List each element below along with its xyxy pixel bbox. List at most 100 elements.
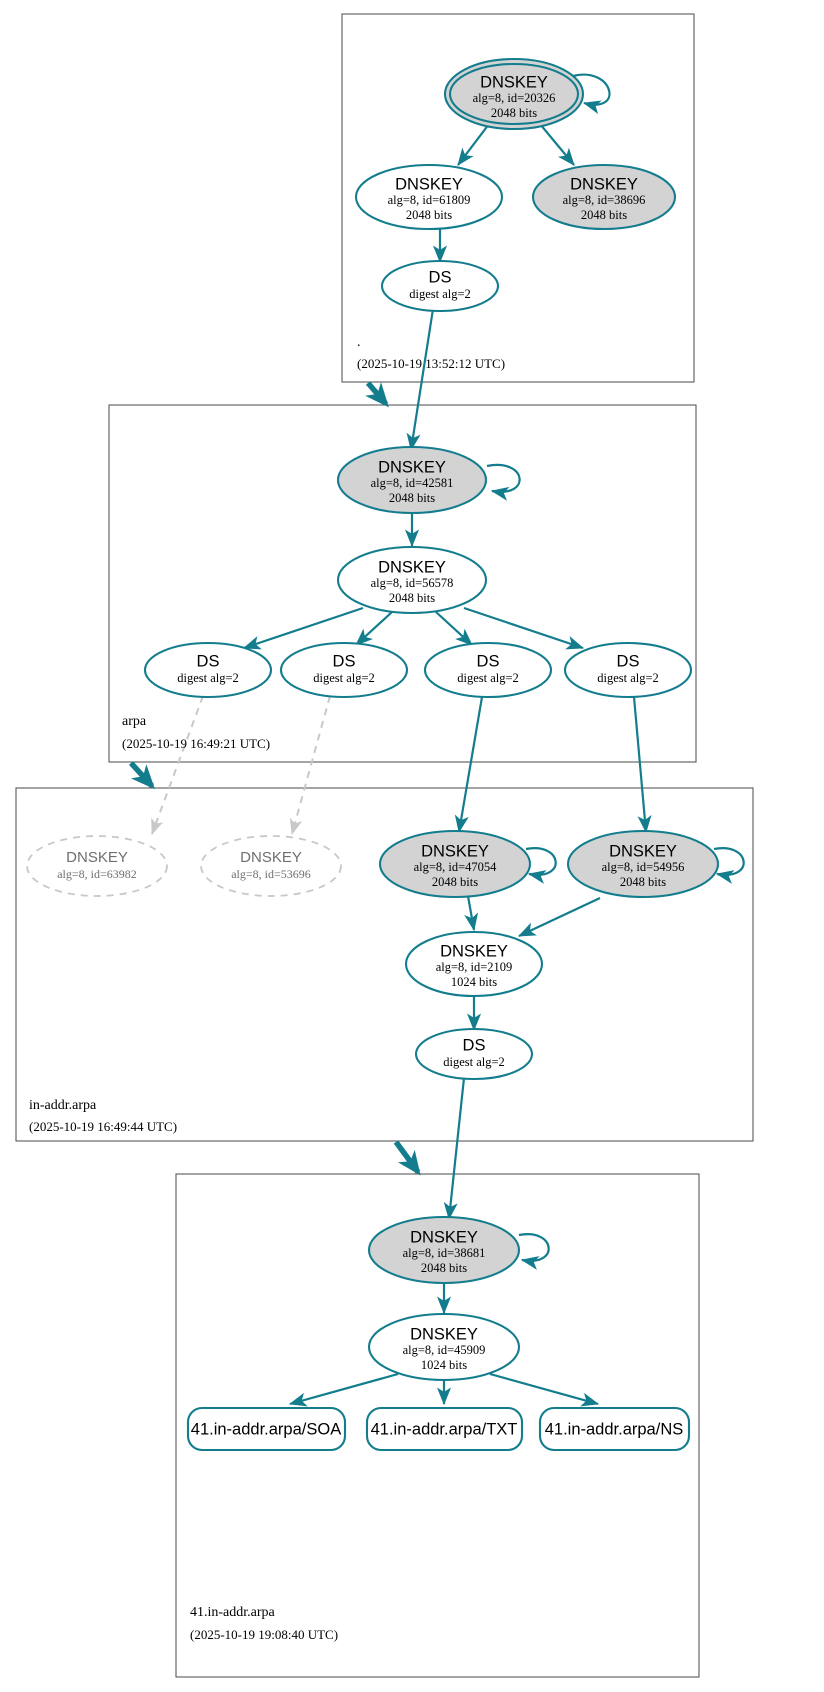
node-label: 41.in-addr.arpa/TXT <box>371 1420 518 1438</box>
zone-timestamp-root: (2025-10-19 13:52:12 UTC) <box>357 356 505 371</box>
node-alg-id: alg=8, id=63982 <box>57 867 137 881</box>
node-alg-id: alg=8, id=20326 <box>473 91 556 105</box>
node-label: DNSKEY <box>480 73 548 91</box>
edge-41-ksk-self-sign <box>518 1233 550 1270</box>
edge-arpa-ds1-to-ghost-63982 <box>151 695 204 835</box>
edge-root-ksk-self-sign <box>572 73 611 115</box>
node-arpa-ds-4[interactable]: DS digest alg=2 <box>563 641 693 699</box>
node-label: DNSKEY <box>440 942 508 960</box>
zone-box-arpa <box>108 404 697 763</box>
node-digest: digest alg=2 <box>313 671 375 685</box>
node-bits: 2048 bits <box>389 591 435 605</box>
node-arpa-ksk-42581[interactable]: DNSKEY alg=8, id=42581 2048 bits <box>336 445 488 515</box>
node-label: DS <box>429 268 452 286</box>
node-bits: 2048 bits <box>389 491 435 505</box>
node-digest: digest alg=2 <box>177 671 239 685</box>
node-ia-ghost-dnskey-63982[interactable]: DNSKEY alg=8, id=63982 <box>26 835 168 897</box>
node-bits: 2048 bits <box>581 208 627 222</box>
edge-arpa-ds2-to-ghost-53696 <box>289 695 331 835</box>
node-arpa-zsk-56578[interactable]: DNSKEY alg=8, id=56578 2048 bits <box>336 545 488 615</box>
edge-root-ds-to-arpa-ksk <box>406 308 435 452</box>
edge-root-ksk-to-38696 <box>539 123 575 166</box>
node-alg-id: alg=8, id=56578 <box>371 576 454 590</box>
node-ia-zsk-2109[interactable]: DNSKEY alg=8, id=2109 1024 bits <box>404 930 544 998</box>
edge-arpa-ds4-to-ia-ksk-54956 <box>632 696 652 834</box>
edge-ia-ksk-54956-to-zsk <box>518 897 601 937</box>
edge-arpa-zsk-to-ds2 <box>355 611 393 646</box>
node-ia-ksk-47054[interactable]: DNSKEY alg=8, id=47054 2048 bits <box>378 829 532 899</box>
node-alg-id: alg=8, id=42581 <box>371 476 454 490</box>
node-label: 41.in-addr.arpa/SOA <box>191 1420 341 1438</box>
node-alg-id: alg=8, id=61809 <box>388 193 471 207</box>
node-alg-id: alg=8, id=45909 <box>403 1343 486 1357</box>
node-label: DNSKEY <box>410 1228 478 1246</box>
node-digest: digest alg=2 <box>457 671 519 685</box>
node-bits: 2048 bits <box>491 106 537 120</box>
node-bits: 2048 bits <box>432 875 478 889</box>
zone-label-arpa: arpa <box>122 714 147 729</box>
node-label: DNSKEY <box>421 842 489 860</box>
node-root-ksk-20326[interactable]: DNSKEY alg=8, id=20326 2048 bits <box>443 57 585 131</box>
node-label: DS <box>617 652 640 670</box>
edge-arpa-ksk-self-sign <box>486 463 521 501</box>
node-bits: 2048 bits <box>406 208 452 222</box>
edge-41-zsk-to-ns <box>489 1372 600 1407</box>
node-alg-id: alg=8, id=2109 <box>436 960 513 974</box>
node-ia-ghost-dnskey-53696[interactable]: DNSKEY alg=8, id=53696 <box>200 835 342 897</box>
zone-label-41-in-addr-arpa: 41.in-addr.arpa <box>190 1605 276 1620</box>
node-ia-ksk-54956[interactable]: DNSKEY alg=8, id=54956 2048 bits <box>566 829 720 899</box>
node-bits: 2048 bits <box>421 1261 467 1275</box>
zone-label-in-addr-arpa: in-addr.arpa <box>29 1098 97 1113</box>
node-root-zsk-61809[interactable]: DNSKEY alg=8, id=61809 2048 bits <box>354 163 504 231</box>
node-label: DS <box>477 652 500 670</box>
node-digest: digest alg=2 <box>409 287 471 301</box>
zone-timestamp-in-addr-arpa: (2025-10-19 16:49:44 UTC) <box>29 1119 177 1134</box>
edge-ia-ksk-54956-self-sign <box>713 847 745 884</box>
node-label: DNSKEY <box>410 1325 478 1343</box>
node-arpa-ds-2[interactable]: DS digest alg=2 <box>279 641 409 699</box>
edge-ia-ksk-47054-to-zsk <box>464 895 479 932</box>
node-alg-id: alg=8, id=53696 <box>231 867 311 881</box>
edge-ia-ds-to-41-ksk <box>443 1077 466 1221</box>
node-label: DS <box>197 652 220 670</box>
node-rrset-txt[interactable]: 41.in-addr.arpa/TXT <box>365 1406 524 1452</box>
node-root-dnskey-38696[interactable]: DNSKEY alg=8, id=38696 2048 bits <box>531 163 677 231</box>
node-bits: 1024 bits <box>421 1358 467 1372</box>
node-arpa-ds-1[interactable]: DS digest alg=2 <box>143 641 273 699</box>
edge-arpa-zsk-to-ds4 <box>463 606 585 650</box>
node-bits: 1024 bits <box>451 975 497 989</box>
node-digest: digest alg=2 <box>443 1055 505 1069</box>
node-label: DNSKEY <box>378 558 446 576</box>
node-rrset-ns[interactable]: 41.in-addr.arpa/NS <box>538 1406 691 1452</box>
edge-arpa-zsk-to-ds1 <box>242 606 364 650</box>
zone-box-root <box>341 13 695 383</box>
edge-ia-ksk-47054-self-sign <box>525 847 557 884</box>
node-arpa-ds-3[interactable]: DS digest alg=2 <box>423 641 553 699</box>
node-alg-id: alg=8, id=54956 <box>602 860 685 874</box>
zone-box-in-addr-arpa <box>15 787 754 1142</box>
node-alg-id: alg=8, id=38681 <box>403 1246 486 1260</box>
edge-arpa-ds3-to-ia-ksk-47054 <box>454 696 484 834</box>
zone-link-arpa-to-in-addr-arpa <box>128 761 155 790</box>
node-alg-id: alg=8, id=47054 <box>414 860 498 874</box>
edge-root-ksk-to-zsk <box>457 123 490 166</box>
edge-41-zsk-to-soa <box>288 1372 399 1407</box>
edge-arpa-zsk-to-ds3 <box>435 611 473 646</box>
zone-link-in-addr-arpa-to-41 <box>393 1140 421 1176</box>
node-label: DNSKEY <box>609 842 677 860</box>
node-label: DNSKEY <box>378 458 446 476</box>
node-label: DNSKEY <box>66 849 128 866</box>
zone-box-41-in-addr-arpa <box>175 1173 700 1678</box>
zone-label-root: . <box>357 335 361 350</box>
node-ia-ds-41[interactable]: DS digest alg=2 <box>414 1027 534 1081</box>
node-41-ksk-38681[interactable]: DNSKEY alg=8, id=38681 2048 bits <box>367 1215 521 1285</box>
node-rrset-soa[interactable]: 41.in-addr.arpa/SOA <box>186 1406 347 1452</box>
node-label: DNSKEY <box>570 175 638 193</box>
node-41-zsk-45909[interactable]: DNSKEY alg=8, id=45909 1024 bits <box>367 1312 521 1382</box>
node-root-ds-arpa[interactable]: DS digest alg=2 <box>380 259 500 313</box>
node-alg-id: alg=8, id=38696 <box>563 193 646 207</box>
zone-timestamp-arpa: (2025-10-19 16:49:21 UTC) <box>122 736 270 751</box>
node-label: DNSKEY <box>240 849 302 866</box>
